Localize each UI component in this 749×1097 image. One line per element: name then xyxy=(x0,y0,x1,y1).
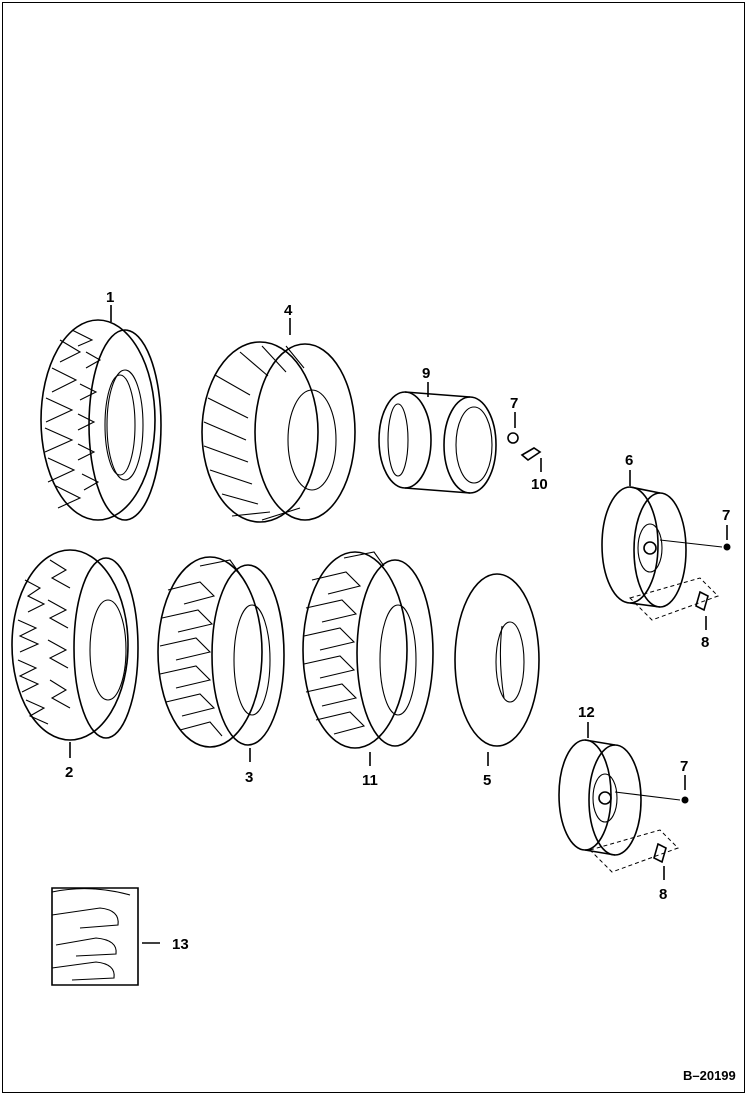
wheel-6-nut-7 xyxy=(723,543,731,551)
tire-1-drawing xyxy=(40,319,162,521)
wheel-12-nut-7 xyxy=(681,796,689,804)
callout-10: 10 xyxy=(531,476,548,493)
rim-nut-7 xyxy=(507,432,519,444)
wheel-12-stud-8 xyxy=(653,842,667,864)
callout-8-wheel6: 8 xyxy=(701,634,709,651)
tread-13-drawing xyxy=(51,887,139,986)
tire-4-drawing xyxy=(201,341,356,523)
tire-3-drawing xyxy=(157,556,285,748)
valve-10-drawing xyxy=(520,447,542,461)
callout-11: 11 xyxy=(362,772,378,789)
wheel-6-stud-8 xyxy=(695,590,709,612)
callout-7-wheel6: 7 xyxy=(722,507,730,524)
callout-7-wheel12: 7 xyxy=(680,758,688,775)
rim-9-drawing xyxy=(378,391,497,494)
callout-9: 9 xyxy=(422,365,430,382)
callout-7-rim: 7 xyxy=(510,395,518,412)
callout-4: 4 xyxy=(284,302,293,319)
callout-6: 6 xyxy=(625,452,633,469)
wheel-6-drawing xyxy=(601,486,687,608)
callout-3: 3 xyxy=(245,769,253,786)
figure-reference-code: B–20199 xyxy=(683,1068,736,1083)
callout-2: 2 xyxy=(65,764,73,781)
callout-8-wheel12: 8 xyxy=(659,886,667,903)
callout-1: 1 xyxy=(106,289,114,306)
callout-12: 12 xyxy=(578,704,595,721)
wheel-12-drawing xyxy=(558,739,642,856)
tube-5-drawing xyxy=(454,573,540,747)
callout-5: 5 xyxy=(483,772,491,789)
tire-2-drawing xyxy=(11,549,139,741)
callout-13: 13 xyxy=(172,936,189,953)
tire-11-drawing xyxy=(302,551,434,749)
